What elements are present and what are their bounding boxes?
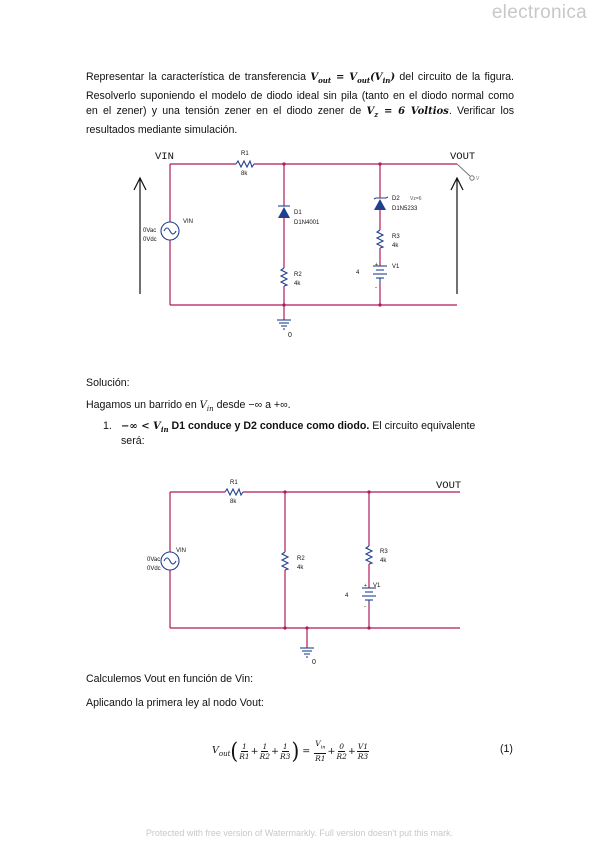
r1-name-2: R1 bbox=[230, 480, 238, 486]
d1-name: D1 bbox=[294, 210, 302, 216]
r1-value-2: 8k bbox=[230, 499, 237, 505]
vin-label: VIN bbox=[155, 151, 174, 163]
problem-line-1-b: del circuito de la figura. bbox=[395, 71, 514, 83]
problem-line-1: Representar la característica de transfe… bbox=[86, 70, 514, 89]
v1-minus: - bbox=[375, 285, 377, 291]
src-name: VIN bbox=[183, 219, 193, 225]
item-number: 1. bbox=[103, 420, 112, 432]
problem-line-3: en el zener) y una tensión zener en el d… bbox=[86, 104, 514, 123]
kirchhoff-line: Aplicando la primera ley al nodo Vout: bbox=[86, 697, 264, 709]
v1-plus-2: + bbox=[364, 583, 367, 589]
diode-d1-symbol bbox=[278, 207, 290, 218]
ac-source-symbol-2 bbox=[160, 551, 180, 571]
probe-label: V bbox=[476, 176, 480, 182]
resistor-r3-symbol bbox=[375, 229, 385, 249]
case-1-math: −∞ < Vin bbox=[121, 421, 169, 434]
v1-plus: + bbox=[375, 262, 378, 268]
r2-value-2: 4k bbox=[297, 565, 304, 571]
r3-name-2: R3 bbox=[380, 549, 388, 555]
v1-name-2: V1 bbox=[373, 583, 381, 589]
ground-label: 0 bbox=[288, 332, 292, 339]
sweep-line: Hagamos un barrido en Vin desde −∞ a +∞. bbox=[86, 398, 291, 416]
sweep-var-math: Vin bbox=[199, 400, 214, 413]
problem-line-1-a: Representar la característica de transfe… bbox=[86, 71, 311, 83]
r2-name: R2 bbox=[294, 272, 302, 278]
r2-value: 4k bbox=[294, 281, 301, 287]
eq-plus-3: + bbox=[327, 745, 336, 757]
ac-source-symbol bbox=[160, 221, 180, 241]
v1-value-2: 4 bbox=[345, 593, 349, 599]
src-name-2: VIN bbox=[176, 548, 186, 554]
sweep-text-a: Hagamos un barrido en bbox=[86, 399, 200, 411]
watermark-bottom: Protected with free version of Watermark… bbox=[145, 828, 454, 838]
case-1-line: −∞ < Vin D1 conduce y D2 conduce como di… bbox=[121, 419, 475, 437]
problem-line-3-b: . Verificar los bbox=[448, 105, 515, 117]
case-1-bold: D1 conduce y D2 conduce como diodo. bbox=[168, 420, 370, 432]
r1-value: 8k bbox=[241, 171, 248, 177]
resistor-r2-symbol bbox=[279, 267, 289, 287]
transfer-function-math: Vout = Vout(Vin) bbox=[310, 72, 396, 85]
d1-part: D1N4001 bbox=[294, 220, 320, 226]
case-1-line-2: será: bbox=[121, 435, 145, 447]
ground-label-2: 0 bbox=[312, 659, 316, 666]
problem-line-2: Resolverlo suponiendo el modelo de diodo… bbox=[86, 89, 514, 102]
solution-title: Solución: bbox=[86, 377, 130, 389]
src-vac: 0Vac bbox=[143, 228, 156, 234]
eq-plus-2: + bbox=[271, 745, 280, 757]
d2-part: D1N5233 bbox=[392, 206, 418, 212]
v1-name: V1 bbox=[392, 264, 400, 270]
r2-name-2: R2 bbox=[297, 556, 305, 562]
calc-line: Calculemos Vout en función de Vin: bbox=[86, 673, 254, 685]
circuit-2-schematic: VOUT R1 8k VIN 0Vac 0Vdc R2 4k R3 4k V1 … bbox=[147, 480, 461, 666]
src-vdc-2: 0Vdc bbox=[147, 566, 161, 572]
problem-line-3-a: en el zener) y una tensión zener en el d… bbox=[86, 105, 367, 117]
r3-name: R3 bbox=[392, 234, 400, 240]
resistor-r2-symbol-2 bbox=[280, 551, 290, 571]
circuit-1-schematic: V VIN VOUT R1 8k D1 D1N4001 D2 Vz=6 D1N5… bbox=[133, 151, 480, 339]
equation-number: (1) bbox=[500, 743, 513, 755]
d2-name: D2 bbox=[392, 196, 400, 202]
vout-label: VOUT bbox=[450, 151, 475, 163]
case-1-rest: El circuito equivalente bbox=[369, 420, 476, 432]
v1-value: 4 bbox=[356, 270, 360, 276]
problem-statement: Representar la característica de transfe… bbox=[86, 70, 514, 138]
resistor-r3-symbol-2 bbox=[364, 545, 374, 565]
r1-name: R1 bbox=[241, 151, 249, 157]
resistor-r1-symbol bbox=[235, 159, 255, 169]
r3-value: 4k bbox=[392, 243, 399, 249]
vout-label-2: VOUT bbox=[436, 480, 461, 492]
resistor-r1-symbol-2 bbox=[224, 487, 244, 497]
eq-paren-open: ( bbox=[230, 737, 239, 765]
src-vac-2: 0Vac bbox=[147, 557, 160, 563]
zener-voltage-math: Vz = 6 Voltios bbox=[366, 106, 449, 119]
r3-value-2: 4k bbox=[380, 558, 387, 564]
watermark-top: electronica bbox=[491, 2, 587, 23]
eq-plus-1: + bbox=[250, 745, 259, 757]
eq-paren-close: ) bbox=[291, 737, 300, 765]
eq-lhs: Vout bbox=[212, 744, 231, 758]
src-vdc: 0Vdc bbox=[143, 237, 157, 243]
d2-vz: Vz=6 bbox=[410, 196, 422, 202]
eq-plus-4: + bbox=[347, 745, 356, 757]
eq-equals: = bbox=[302, 745, 311, 757]
problem-line-4: resultados mediante simulación. bbox=[86, 123, 238, 136]
v1-minus-2: - bbox=[364, 604, 366, 610]
zener-d2-symbol bbox=[374, 199, 386, 210]
sweep-text-b: desde −∞ a +∞. bbox=[213, 399, 291, 411]
